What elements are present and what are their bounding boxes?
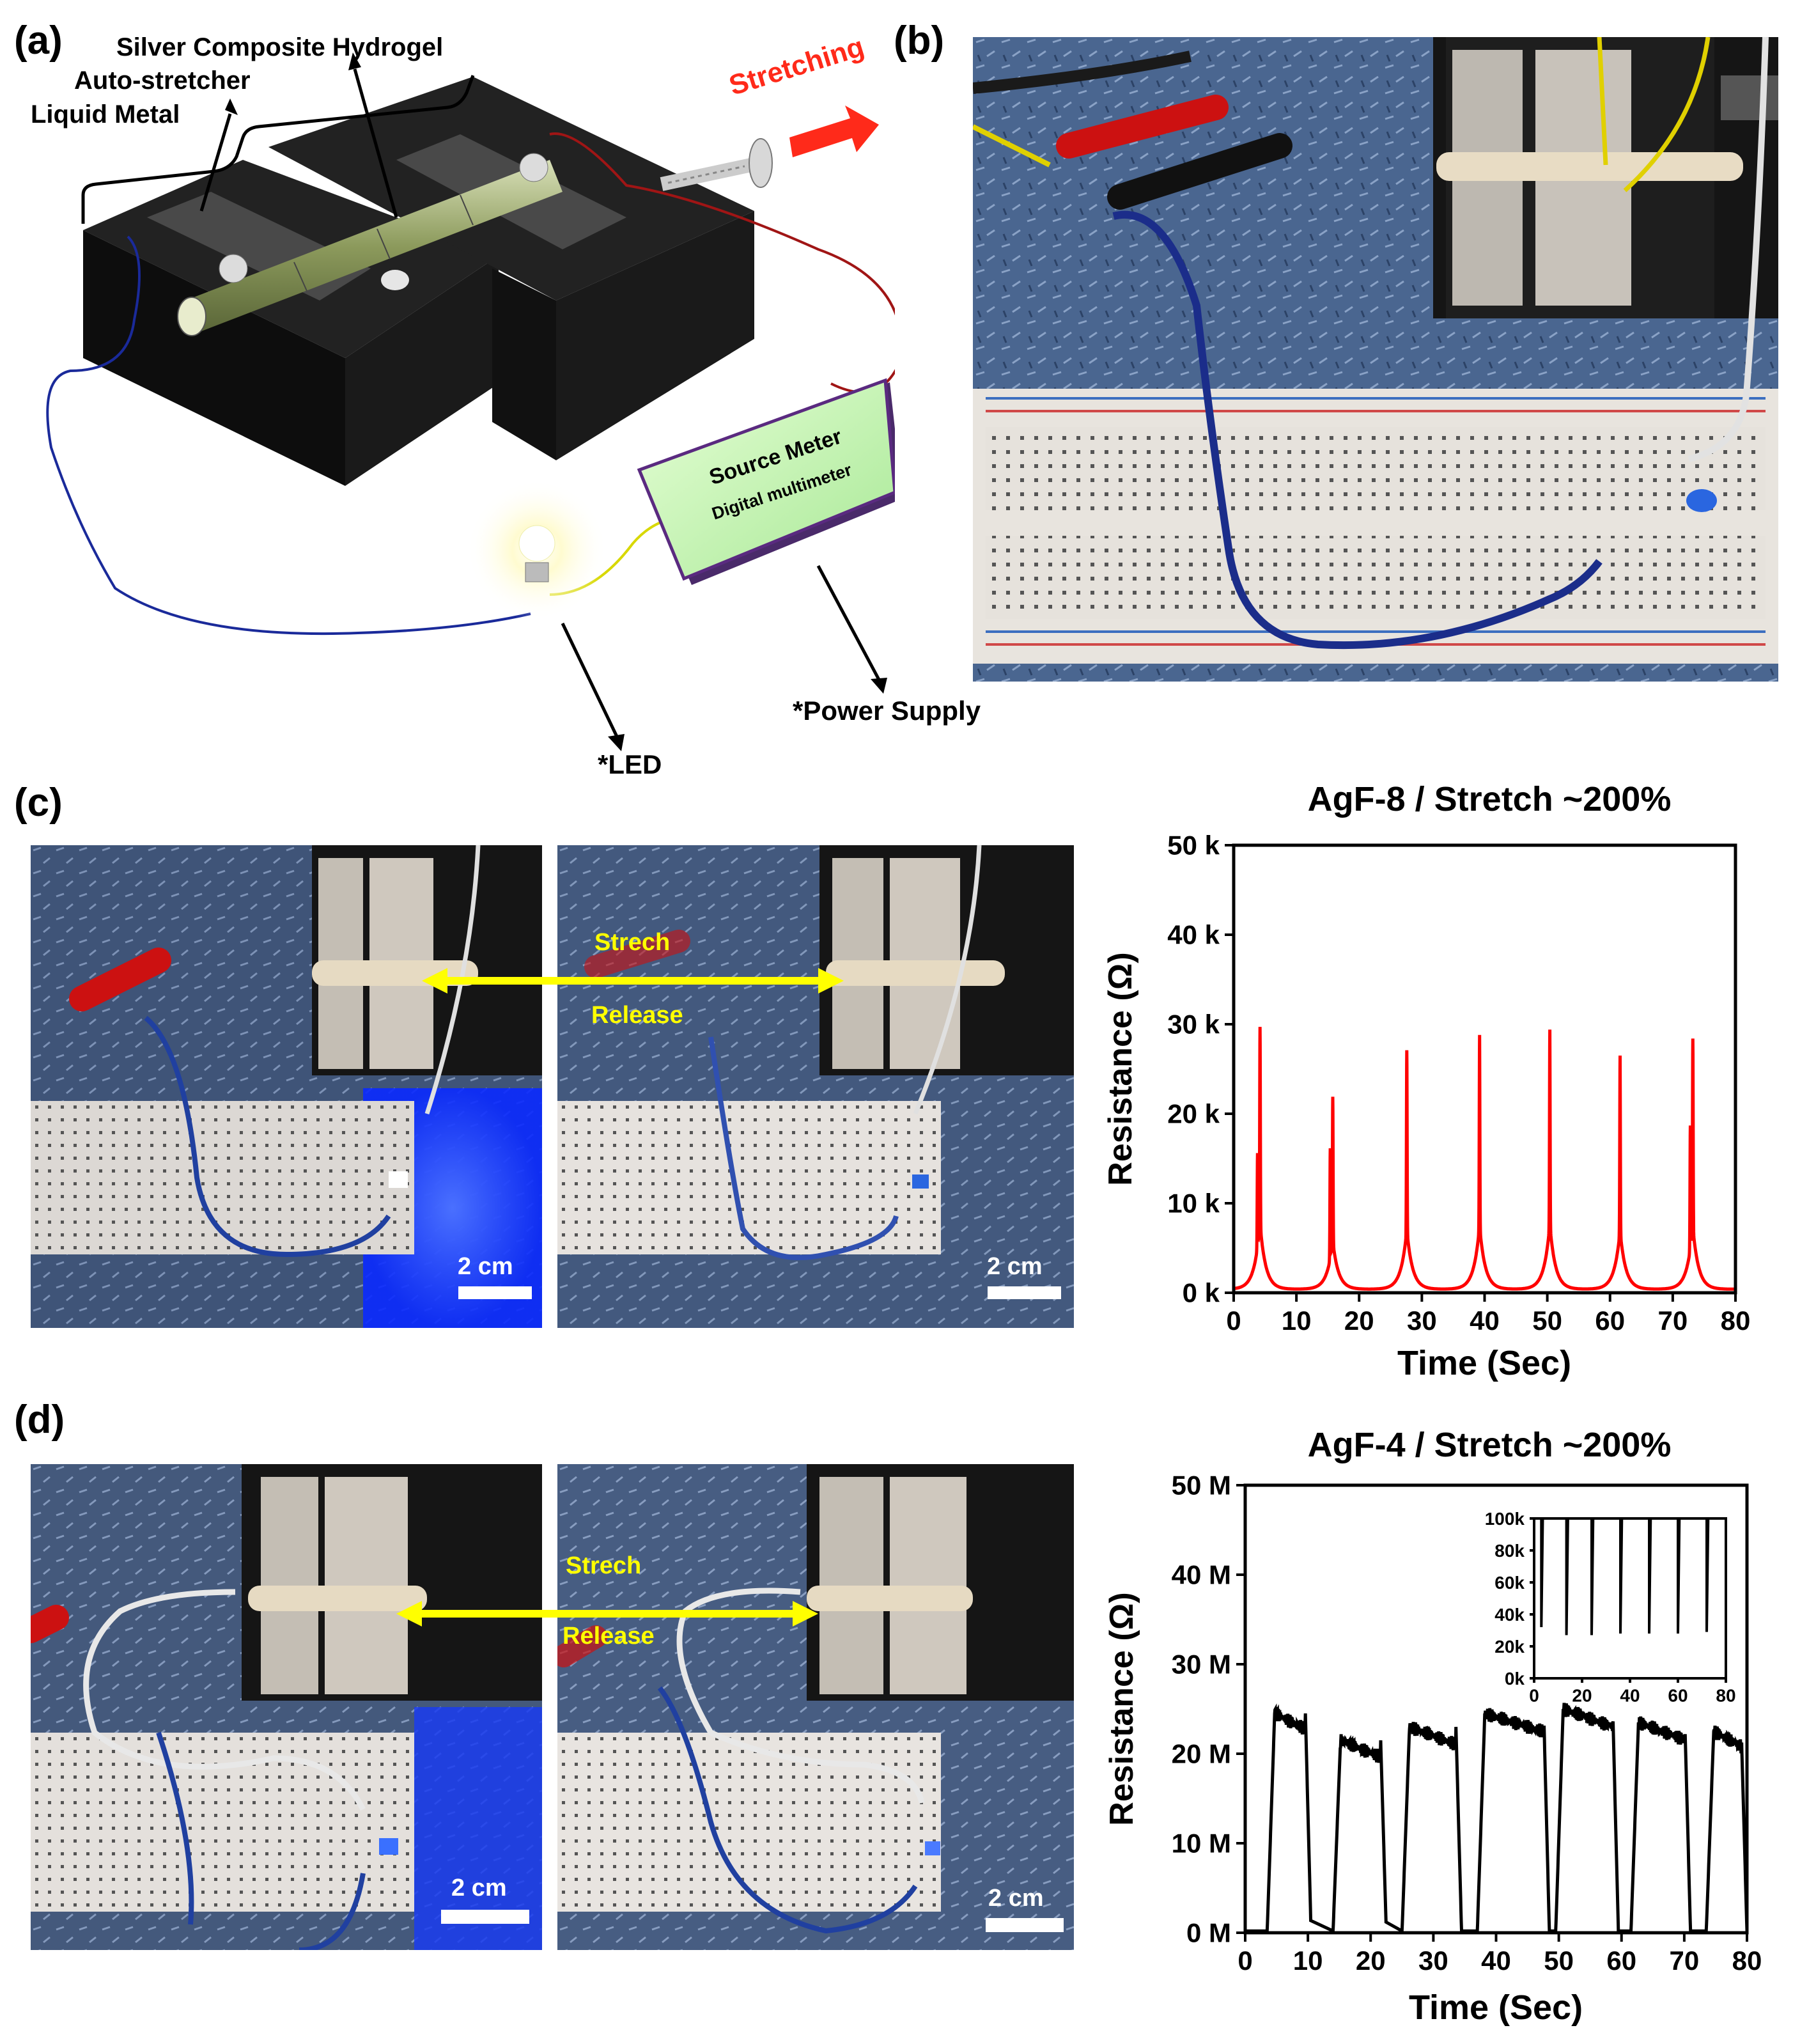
chart-d-ytick-label: 30 M (1172, 1650, 1231, 1680)
chart-d-xtick-label: 70 (1670, 1946, 1700, 1976)
photo-d-left (31, 1464, 542, 1950)
label-stretch-c: Strech (594, 929, 671, 956)
chart-d-xtick-label: 60 (1606, 1946, 1636, 1976)
chart-d-y-ticks: 0 M 10 M 20 M 30 M 40 M 50 M (1172, 1471, 1245, 1948)
screw-icon (660, 138, 773, 191)
chart-d-frame (1243, 1483, 1749, 1935)
chart-c-xtick-label: 70 (1658, 1306, 1688, 1336)
chart-d-inset-xtick-label: 60 (1668, 1685, 1688, 1705)
chart-d-ytick-label: 40 M (1172, 1560, 1231, 1590)
chart-c-ytick-label: 20 k (1167, 1099, 1220, 1129)
stretch-release-arrow-d (396, 1601, 818, 1627)
label-stretch-d: Strech (566, 1552, 642, 1579)
chart-c-ytick-label: 0 k (1183, 1278, 1220, 1308)
label-liquid-metal: Liquid Metal (31, 100, 180, 129)
chart-c-ytick-label: 30 k (1167, 1010, 1220, 1040)
chart-c-ytick-label: 40 k (1167, 920, 1220, 950)
chart-c-title: AgF-8 / Stretch ~200% (1308, 780, 1672, 818)
chart-d-xlabel: Time (Sec) (1409, 1988, 1583, 2027)
chart-d-title: AgF-4 / Stretch ~200% (1308, 1426, 1672, 1464)
label-power-supply: *Power Supply (793, 696, 981, 726)
label-silver-hydrogel: Silver Composite Hydrogel (116, 33, 444, 61)
chart-d-inset-frame (1533, 1517, 1727, 1680)
hydrogel-rod (177, 160, 563, 336)
chart-c-y-ticks: 0 k 10 k 20 k 30 k 40 k 50 k (1167, 831, 1234, 1308)
panel-label-a: (a) (14, 19, 63, 63)
chart-d-inset-ytick-label: 100k (1485, 1509, 1525, 1529)
panel-label-d: (d) (14, 1398, 65, 1442)
scale-bar-c-left (458, 1286, 532, 1299)
setup-photo (973, 37, 1778, 682)
chart-d-xtick-label: 10 (1293, 1946, 1323, 1976)
chart-c-series-line (1234, 1027, 1735, 1291)
chart-d-series-line (1246, 1703, 1749, 1934)
chart-d-ytick-label: 10 M (1172, 1829, 1231, 1859)
schematic-illustration (46, 52, 895, 751)
scale-text-c-right: 2 cm (987, 1253, 1043, 1280)
chart-c-ytick-label: 50 k (1167, 831, 1220, 861)
chart-d-xtick-label: 50 (1544, 1946, 1574, 1976)
label-led: *LED (598, 749, 662, 779)
panel-label-b: (b) (894, 19, 945, 63)
chart-d-inset-ytick-label: 80k (1494, 1541, 1525, 1561)
chart-c-xtick-label: 50 (1532, 1306, 1562, 1336)
chart-d-xtick-label: 80 (1732, 1946, 1762, 1976)
chart-d-inset-ytick-label: 0k (1505, 1669, 1525, 1689)
chart-d-inset-xtick-label: 40 (1620, 1685, 1640, 1705)
label-auto-stretcher: Auto-stretcher (74, 66, 251, 95)
left-stage-block (83, 160, 499, 486)
chart-c-xtick-label: 10 (1282, 1306, 1312, 1336)
scale-text-d-right: 2 cm (988, 1885, 1044, 1912)
chart-c-ylabel: Resistance (Ω) (1102, 952, 1139, 1185)
chart-d-ylabel: Resistance (Ω) (1103, 1592, 1140, 1825)
chart-d-ytick-label: 20 M (1172, 1739, 1231, 1769)
stretching-arrow-icon (789, 105, 879, 157)
chart-c-xtick-label: 20 (1344, 1306, 1374, 1336)
label-release-c: Release (591, 1002, 683, 1029)
chart-d-inset-xtick-label: 20 (1572, 1685, 1592, 1705)
chart-d-x-ticks: 0 10 20 30 40 50 60 70 80 (1238, 1933, 1762, 1976)
scale-bar-c-right (988, 1286, 1061, 1299)
chart-d-xtick-label: 40 (1481, 1946, 1511, 1976)
chart-d-inset-ytick-label: 20k (1494, 1637, 1525, 1657)
label-release-d: Release (563, 1623, 655, 1650)
source-meter-box (637, 378, 895, 585)
chart-d-inset-ytick-label: 60k (1494, 1573, 1525, 1593)
chart-d-inset-x-ticks: 0 20 40 60 80 (1529, 1678, 1736, 1705)
chart-d-inset-bg (1534, 1518, 1726, 1678)
chart-d-ytick-label: 0 M (1186, 1918, 1231, 1948)
chart-c-x-ticks: 0 10 20 30 40 50 60 70 80 (1226, 1293, 1750, 1336)
chart-c: AgF-8 / Stretch ~200% 0 k 10 k 20 k 30 k 40 … (1102, 780, 1750, 1382)
chart-c-xtick-label: 80 (1721, 1306, 1751, 1336)
panel-label-c: (c) (14, 781, 63, 825)
chart-d-xtick-label: 20 (1356, 1946, 1386, 1976)
led-photo-icon (1686, 489, 1717, 512)
chart-c-xtick-label: 40 (1470, 1306, 1500, 1336)
chart-d: AgF-4 / Stretch ~200% 0 M 10 M 20 M 30 M 40 … (1103, 1426, 1762, 2027)
photo-d-right (557, 1464, 1074, 1950)
chart-d-inset-y-ticks: 0k 20k 40k 60k 80k 100k (1485, 1509, 1534, 1689)
chart-d-inset-xtick-label: 80 (1716, 1685, 1735, 1705)
chart-d-xtick-label: 30 (1418, 1946, 1448, 1976)
scale-text-c-left: 2 cm (458, 1253, 513, 1280)
led-bulb-icon (518, 525, 555, 562)
chart-c-xtick-label: 30 (1407, 1306, 1437, 1336)
chart-d-inset-xtick-label: 0 (1529, 1685, 1539, 1705)
scale-text-d-left: 2 cm (451, 1875, 507, 1901)
chart-c-xtick-label: 60 (1595, 1306, 1625, 1336)
scale-bar-d-left (441, 1910, 529, 1924)
chart-c-frame (1232, 843, 1737, 1295)
stretch-release-arrow-c (422, 968, 844, 994)
chart-d-inset-ytick-label: 40k (1494, 1605, 1525, 1625)
chart-c-xtick-label: 0 (1226, 1306, 1241, 1336)
photo-c-right (557, 845, 1074, 1328)
chart-d-xtick-label: 0 (1238, 1946, 1252, 1976)
scale-bar-d-right (986, 1918, 1064, 1932)
photo-c-left (31, 845, 542, 1328)
chart-c-xlabel: Time (Sec) (1397, 1344, 1571, 1382)
chart-c-ytick-label: 10 k (1167, 1189, 1220, 1219)
chart-d-ytick-label: 50 M (1172, 1471, 1231, 1501)
